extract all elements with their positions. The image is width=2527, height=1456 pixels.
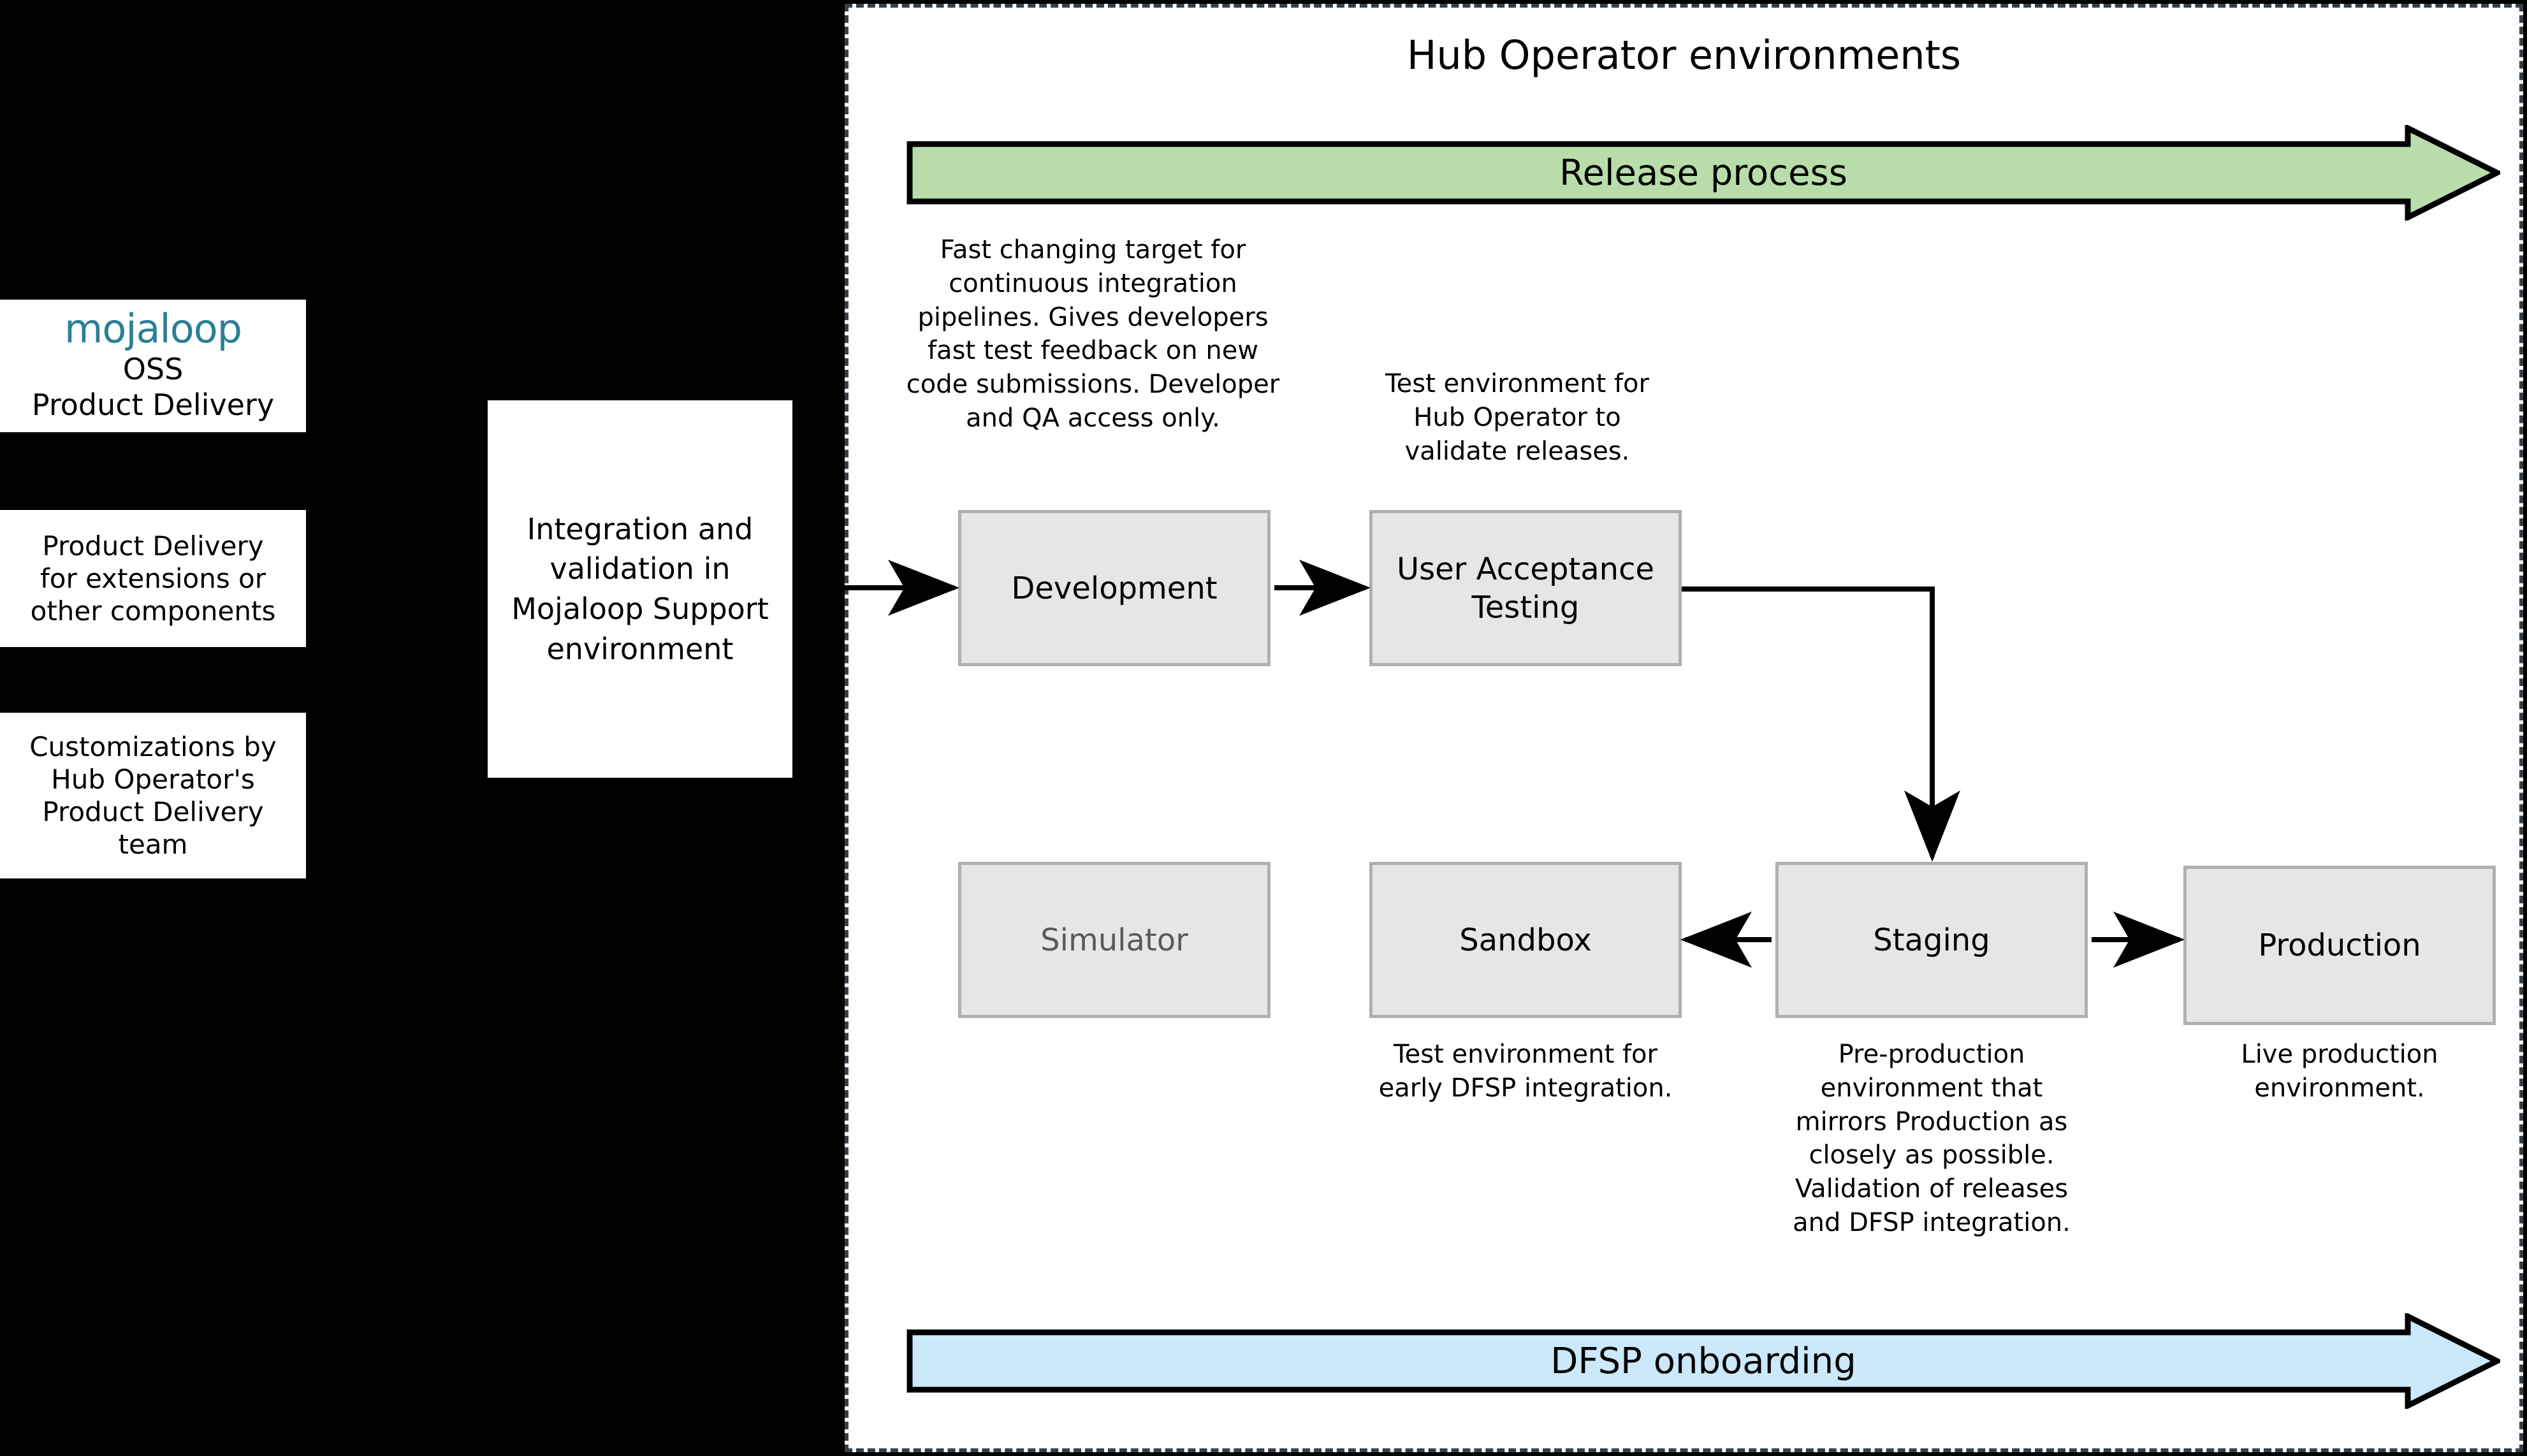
release-process-label: Release process [1559, 152, 1847, 194]
env-box-production[interactable]: Production [2183, 866, 2496, 1025]
dfsp-arrow-shape [907, 1313, 2500, 1409]
env-label-line: User Acceptance [1396, 551, 1654, 587]
legend-line: Product Delivery [42, 530, 264, 562]
legend-line: other components [30, 595, 276, 627]
caption-staging: Pre-production environment that mirrors … [1775, 1038, 2088, 1240]
env-label: Production [2258, 928, 2421, 963]
dfsp-onboarding-label: DFSP onboarding [1550, 1340, 1856, 1382]
caption-uat: Test environment for Hub Operator to val… [1371, 367, 1664, 468]
hub-operator-environments-panel: Hub Operator environments [845, 4, 2523, 1452]
legend-item-mojaloop-oss: mojaloop OSS Product Delivery [0, 300, 306, 432]
env-box-sandbox[interactable]: Sandbox [1369, 862, 1682, 1018]
env-label: User Acceptance Testing [1397, 550, 1654, 627]
caption-sandbox: Test environment for early DFSP integrat… [1369, 1038, 1682, 1105]
env-label: Development [1011, 570, 1218, 606]
caption-text: Pre-production environment that mirrors … [1793, 1040, 2071, 1237]
legend-line: for extensions or [40, 562, 266, 594]
env-label: Sandbox [1459, 922, 1592, 958]
support-line: Integration and [527, 511, 754, 546]
page-title: Hub Operator environments [1406, 32, 1962, 78]
mojaloop-logo: mojaloop [64, 305, 242, 352]
legend-item-customizations: Customizations by Hub Operator's Product… [0, 713, 306, 878]
env-box-user-acceptance-testing[interactable]: User Acceptance Testing [1369, 510, 1682, 666]
env-label: Simulator [1040, 922, 1188, 958]
env-label-line: Testing [1471, 589, 1580, 625]
caption-text: Live production environment. [2241, 1040, 2438, 1103]
support-line: environment [546, 631, 734, 666]
caption-development: Fast changing target for continuous inte… [900, 233, 1286, 435]
env-box-staging[interactable]: Staging [1775, 862, 2088, 1018]
caption-production: Live production environment. [2183, 1038, 2496, 1105]
release-process-banner: Release process [907, 125, 2500, 221]
caption-text: Fast changing target for continuous inte… [906, 235, 1280, 433]
support-line: validation in [550, 551, 731, 586]
release-arrow-shape [907, 125, 2500, 221]
legend-line: Product Delivery [42, 796, 264, 827]
mojaloop-support-environment-box: Integration and validation in Mojaloop S… [488, 400, 792, 778]
support-line: Mojaloop Support [511, 592, 769, 626]
legend-line: Hub Operator's [51, 763, 255, 795]
legend-item-product-delivery-extensions: Product Delivery for extensions or other… [0, 510, 306, 647]
legend-line: Product Delivery [31, 388, 275, 422]
caption-text: Test environment for early DFSP integrat… [1378, 1040, 1673, 1103]
env-box-development[interactable]: Development [958, 510, 1271, 666]
caption-text: Test environment for Hub Operator to val… [1385, 369, 1649, 466]
env-label: Staging [1873, 922, 1990, 958]
legend-line: Customizations by [29, 731, 277, 762]
legend-line: OSS [122, 351, 184, 386]
env-box-simulator[interactable]: Simulator [958, 862, 1271, 1018]
dfsp-onboarding-banner: DFSP onboarding [907, 1313, 2500, 1409]
legend-line: team [118, 829, 188, 861]
